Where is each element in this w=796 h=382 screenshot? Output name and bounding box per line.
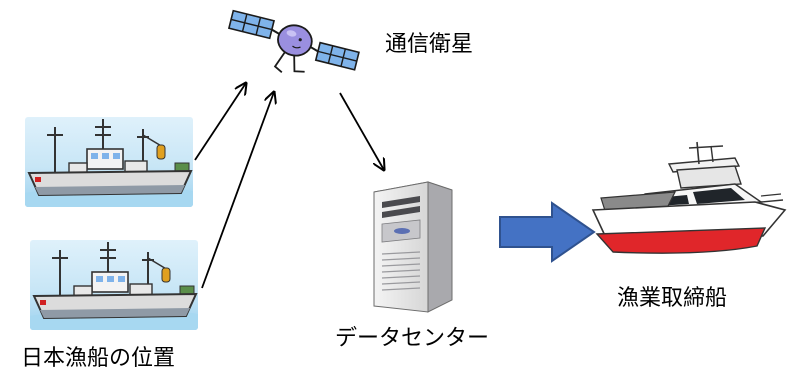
fishing-boat-image-2 (30, 240, 198, 330)
patrol-ship-icon (591, 141, 787, 254)
fishing-boat-icon (25, 119, 193, 207)
fishing-boat-position-label: 日本漁船の位置 (21, 346, 176, 371)
arrow-boat1-to-satellite (194, 83, 246, 161)
satellite-icon (227, 9, 360, 73)
satellite-label: 通信衛星 (385, 32, 474, 57)
fishing-boat-icon (30, 242, 198, 330)
patrol-ship-label: 漁業取締船 (617, 286, 728, 311)
transfer-arrow-icon (499, 201, 596, 263)
arrow-boat2-to-satellite (201, 92, 274, 289)
server-icon (373, 181, 453, 313)
arrow-satellite-to-datacenter (339, 92, 384, 170)
fishing-boat-image-1 (25, 117, 193, 207)
data-center-label: データセンター (335, 326, 490, 351)
